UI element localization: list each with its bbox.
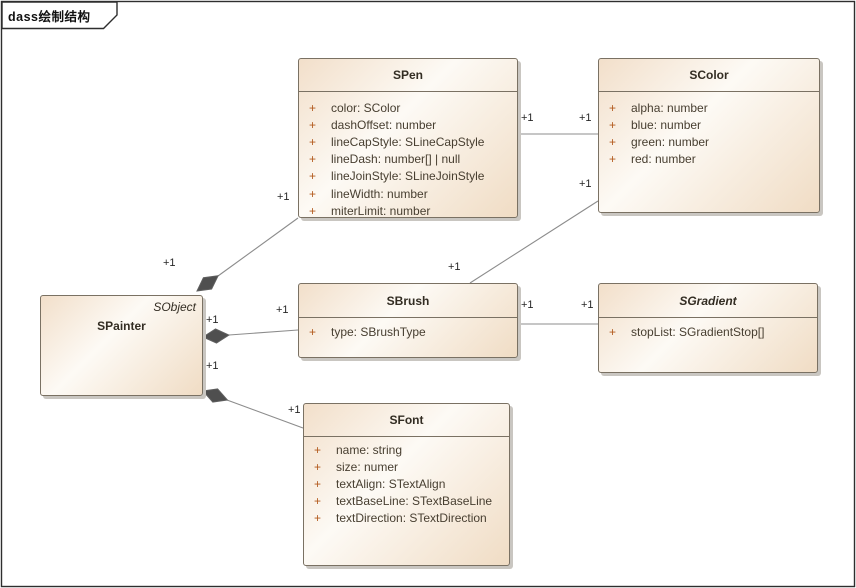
visibility-plus: + — [609, 324, 617, 339]
attribute-text: red: number — [631, 152, 696, 167]
multiplicity-label: +1 — [448, 261, 461, 273]
connector-spainter-spen[interactable] — [217, 217, 299, 277]
attribute-row: + textDirection: STextDirection — [304, 510, 509, 527]
attribute-text: textAlign: STextAlign — [336, 476, 446, 491]
visibility-plus: + — [314, 494, 322, 509]
visibility-plus: + — [609, 152, 617, 167]
visibility-plus: + — [309, 324, 317, 339]
connector-sbrush-scolor[interactable] — [469, 200, 599, 284]
frame-tab — [1, 1, 118, 30]
connector-spainter-sfont[interactable] — [226, 399, 304, 429]
visibility-plus: + — [309, 186, 317, 201]
attribute-text: alpha: number — [631, 100, 708, 115]
composition-diamond-spen[interactable] — [196, 275, 219, 292]
attribute-text: green: number — [631, 134, 710, 149]
class-sbrush[interactable]: SBrush + type: SBrushType — [298, 283, 518, 358]
attribute-text: miterLimit: number — [331, 203, 431, 218]
class-sgradient[interactable]: SGradient + stopList: SGradientStop[] — [598, 283, 818, 373]
attribute-text: size: numer — [336, 459, 399, 474]
class-spainter[interactable]: SObject SPainter — [40, 295, 203, 396]
class-sfont-title: SFont — [304, 404, 509, 437]
attribute-row: + size: numer — [304, 458, 509, 475]
class-scolor-title: SColor — [599, 59, 819, 92]
multiplicity-label: +1 — [579, 112, 592, 124]
attribute-text: blue: number — [631, 117, 702, 132]
attribute-text: lineCapStyle: SLineCapStyle — [331, 134, 485, 149]
visibility-plus: + — [609, 100, 617, 115]
attribute-text: textDirection: STextDirection — [336, 511, 487, 526]
visibility-plus: + — [314, 476, 322, 491]
multiplicity-label: +1 — [579, 178, 592, 190]
multiplicity-label: +1 — [206, 314, 219, 326]
attribute-row: + blue: number — [599, 116, 819, 133]
visibility-plus: + — [309, 169, 317, 184]
attribute-row: + miterLimit: number — [299, 202, 517, 219]
attribute-text: textBaseLine: STextBaseLine — [336, 494, 493, 509]
connector-spainter-sbrush[interactable] — [228, 329, 299, 336]
multiplicity-label: +1 — [276, 304, 289, 316]
attribute-row: + color: SColor — [299, 99, 517, 116]
attribute-text: type: SBrushType — [331, 324, 426, 339]
multiplicity-label: +1 — [581, 299, 594, 311]
attribute-row: + lineWidth: number — [299, 185, 517, 202]
multiplicity-label: +1 — [521, 299, 534, 311]
multiplicity-label: +1 — [521, 112, 534, 124]
attribute-row: + textAlign: STextAlign — [304, 475, 509, 492]
class-scolor[interactable]: SColor + alpha: number + blue: number + … — [598, 58, 820, 213]
attribute-row: + textBaseLine: STextBaseLine — [304, 493, 509, 510]
composition-diamond-sbrush[interactable] — [201, 328, 230, 344]
visibility-plus: + — [609, 117, 617, 132]
frame-title: dass绘制结构 — [8, 10, 91, 24]
attribute-text: stopList: SGradientStop[] — [631, 324, 765, 339]
attribute-row: + green: number — [599, 133, 819, 150]
class-sfont[interactable]: SFont + name: string + size: numer + tex… — [303, 403, 510, 566]
attribute-row: + lineJoinStyle: SLineJoinStyle — [299, 168, 517, 185]
attribute-row: + red: number — [599, 151, 819, 168]
attribute-text: name: string — [336, 442, 403, 457]
attribute-text: lineWidth: number — [331, 186, 428, 201]
visibility-plus: + — [309, 134, 317, 149]
attribute-text: lineJoinStyle: SLineJoinStyle — [331, 169, 485, 184]
multiplicity-label: +1 — [277, 191, 290, 203]
multiplicity-label: +1 — [163, 257, 176, 269]
class-spainter-stereotype: SObject — [153, 300, 196, 314]
attribute-row: + stopList: SGradientStop[] — [599, 323, 817, 340]
attribute-text: dashOffset: number — [331, 117, 437, 132]
class-spen[interactable]: SPen + color: SColor + dashOffset: numbe… — [298, 58, 518, 218]
class-sgradient-title: SGradient — [599, 284, 817, 318]
multiplicity-label: +1 — [288, 404, 301, 416]
visibility-plus: + — [309, 117, 317, 132]
visibility-plus: + — [309, 152, 317, 167]
attribute-row: + dashOffset: number — [299, 116, 517, 133]
composition-diamond-sfont[interactable] — [202, 388, 229, 403]
visibility-plus: + — [314, 511, 322, 526]
class-spainter-title: SPainter — [97, 319, 146, 333]
attribute-text: color: SColor — [331, 100, 401, 115]
attribute-row: + lineDash: number[] | null — [299, 151, 517, 168]
visibility-plus: + — [314, 442, 322, 457]
visibility-plus: + — [309, 100, 317, 115]
class-spen-title: SPen — [299, 59, 517, 92]
attribute-row: + name: string — [304, 441, 509, 458]
class-sbrush-title: SBrush — [299, 284, 517, 318]
attribute-row: + type: SBrushType — [299, 323, 517, 340]
attribute-row: + alpha: number — [599, 99, 819, 116]
visibility-plus: + — [309, 203, 317, 218]
visibility-plus: + — [609, 134, 617, 149]
attribute-text: lineDash: number[] | null — [331, 152, 461, 167]
visibility-plus: + — [314, 459, 322, 474]
multiplicity-label: +1 — [206, 360, 219, 372]
attribute-row: + lineCapStyle: SLineCapStyle — [299, 133, 517, 150]
